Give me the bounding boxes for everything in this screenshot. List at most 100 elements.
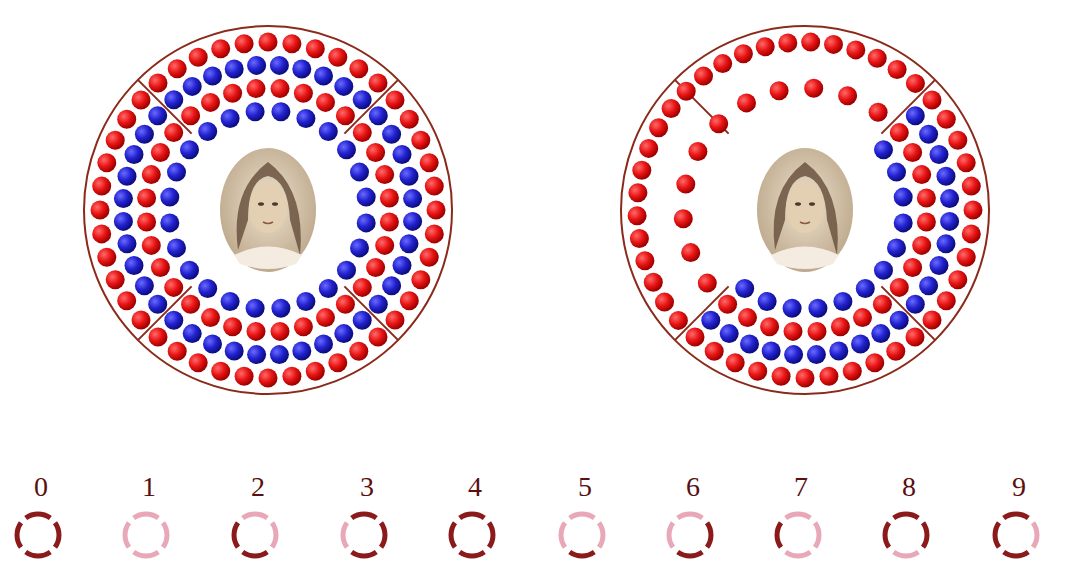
blue-bead <box>919 276 938 295</box>
blue-bead <box>247 345 266 364</box>
red-bead <box>168 342 187 361</box>
blue-bead <box>135 276 154 295</box>
red-bead <box>106 131 125 150</box>
red-bead <box>948 270 967 289</box>
red-bead <box>784 322 803 341</box>
red-bead <box>888 60 907 79</box>
red-bead <box>294 84 313 103</box>
red-bead <box>676 175 695 194</box>
blue-bead <box>894 188 913 207</box>
red-bead <box>211 362 230 381</box>
red-bead <box>151 258 170 277</box>
red-bead <box>306 362 325 381</box>
ring-segment <box>923 523 927 548</box>
red-bead <box>824 35 843 54</box>
blue-bead <box>871 324 890 343</box>
ring-segment <box>55 523 59 548</box>
red-bead <box>247 322 266 341</box>
ring-segment <box>894 514 919 518</box>
ring-segment <box>343 523 347 548</box>
blue-bead <box>353 90 372 109</box>
blue-bead <box>118 234 137 253</box>
red-bead <box>912 165 931 184</box>
blue-bead <box>357 188 376 207</box>
disc-outline <box>84 26 452 394</box>
red-bead <box>890 123 909 142</box>
red-bead <box>223 84 242 103</box>
blue-bead <box>369 106 388 125</box>
red-bead <box>425 224 444 243</box>
red-bead <box>796 369 815 388</box>
red-bead <box>890 278 909 297</box>
blue-bead <box>887 163 906 182</box>
blue-bead <box>906 295 925 314</box>
red-bead <box>235 34 254 53</box>
red-bead <box>201 93 220 112</box>
red-bead <box>380 189 399 208</box>
digit-label: 6 <box>686 473 700 501</box>
ring-segment <box>489 523 493 548</box>
ring-segment <box>777 523 781 548</box>
blue-bead <box>807 345 826 364</box>
ring-segment <box>26 552 51 556</box>
blue-bead <box>221 292 240 311</box>
red-bead <box>336 106 355 125</box>
red-bead <box>838 86 857 105</box>
red-bead <box>756 37 775 56</box>
blue-bead <box>382 276 401 295</box>
blue-bead <box>164 90 183 109</box>
blue-bead <box>783 299 802 318</box>
blue-bead <box>246 102 265 121</box>
blue-bead <box>357 213 376 232</box>
red-bead <box>117 110 136 129</box>
red-bead <box>748 362 767 381</box>
red-bead <box>669 311 688 330</box>
blue-bead <box>247 56 266 75</box>
blue-bead <box>319 279 338 298</box>
red-bead <box>420 153 439 172</box>
red-bead <box>853 308 872 327</box>
sector-divider <box>675 80 729 134</box>
blue-bead <box>221 109 240 128</box>
blue-bead <box>350 238 369 257</box>
blue-bead <box>160 188 179 207</box>
red-bead <box>760 317 779 336</box>
red-bead <box>649 118 668 137</box>
digit-label: 3 <box>360 473 374 501</box>
red-bead <box>628 206 647 225</box>
blue-bead <box>314 335 333 354</box>
portrait-photo <box>220 148 316 272</box>
red-bead <box>886 342 905 361</box>
blue-bead <box>183 77 202 96</box>
red-bead <box>349 59 368 78</box>
red-bead <box>686 328 705 347</box>
blue-bead <box>271 102 290 121</box>
ring-segment <box>786 552 811 556</box>
red-bead <box>386 311 405 330</box>
disc-outline <box>621 26 989 394</box>
blue-bead <box>906 106 925 125</box>
red-bead <box>632 161 651 180</box>
red-bead <box>923 91 942 110</box>
digit-label: 4 <box>468 473 482 501</box>
blue-bead <box>183 324 202 343</box>
red-bead <box>353 123 372 142</box>
blue-bead <box>937 167 956 186</box>
red-bead <box>142 236 161 255</box>
blue-bead <box>940 212 959 231</box>
red-bead <box>770 81 789 100</box>
red-bead <box>349 342 368 361</box>
blue-bead <box>403 212 422 231</box>
red-bead <box>937 110 956 129</box>
ring-segment <box>352 552 377 556</box>
ring-segment <box>894 552 919 556</box>
red-bead <box>271 322 290 341</box>
ring-segment <box>243 514 268 518</box>
red-bead <box>92 224 111 243</box>
red-bead <box>106 270 125 289</box>
red-bead <box>639 139 658 158</box>
blue-bead <box>296 109 315 128</box>
red-bead <box>734 44 753 63</box>
red-bead <box>259 369 278 388</box>
